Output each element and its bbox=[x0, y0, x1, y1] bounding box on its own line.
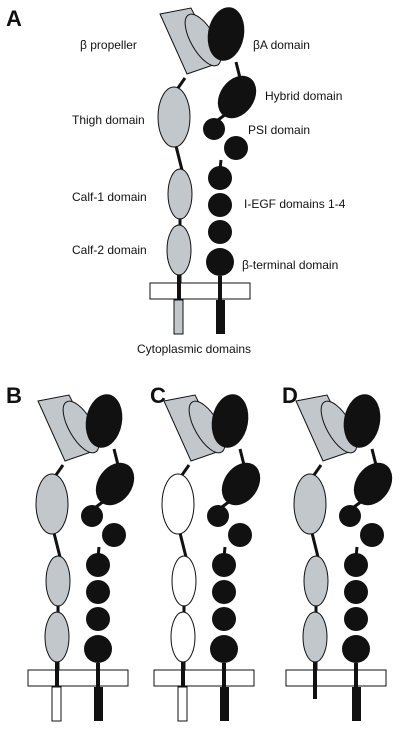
calf-1-domain bbox=[45, 555, 71, 607]
iegf-domain-2 bbox=[208, 193, 232, 217]
alpha-linker bbox=[176, 77, 187, 89]
beta-a-domain bbox=[85, 394, 123, 448]
calf-1-domain bbox=[171, 555, 197, 607]
panel-b: B bbox=[6, 383, 135, 722]
beta-cytoplasmic-domain bbox=[220, 687, 229, 721]
iegf-domain-1 bbox=[208, 166, 232, 190]
membrane bbox=[149, 282, 251, 300]
integrin-d bbox=[285, 394, 393, 721]
alpha-cytoplasmic-domain bbox=[173, 299, 184, 335]
alpha-cytoplasmic-domain bbox=[51, 686, 62, 722]
label-iegf-domains: I-EGF domains 1-4 bbox=[244, 197, 346, 211]
panel-d-letter: D bbox=[282, 383, 298, 408]
label-beta-terminal-domain: β-terminal domain bbox=[242, 258, 338, 272]
hybrid-domain bbox=[221, 462, 261, 506]
hybrid-domain bbox=[217, 75, 257, 119]
alpha-cytoplasmic-domain bbox=[177, 686, 188, 722]
thigh-domain bbox=[35, 473, 69, 535]
thigh-domain bbox=[293, 473, 327, 535]
thigh-domain bbox=[161, 473, 195, 535]
thigh-domain bbox=[157, 86, 191, 148]
beta-cytoplasmic-domain bbox=[94, 687, 103, 721]
panel-a-letter: A bbox=[6, 6, 22, 31]
beta-terminal-domain bbox=[206, 248, 234, 276]
beta-a-domain bbox=[207, 7, 245, 61]
calf-2-domain bbox=[166, 224, 192, 276]
integrin-b bbox=[27, 394, 135, 722]
psi-domain-1 bbox=[203, 118, 225, 140]
label-psi-domain: PSI domain bbox=[248, 123, 310, 137]
beta-a-domain bbox=[343, 394, 381, 448]
psi-domain-2 bbox=[224, 136, 248, 160]
membrane bbox=[153, 669, 255, 687]
calf-2-domain bbox=[44, 611, 70, 663]
calf-1-domain bbox=[303, 555, 329, 607]
beta-cytoplasmic-domain bbox=[352, 687, 361, 721]
hybrid-domain bbox=[353, 462, 393, 506]
hybrid-domain bbox=[95, 462, 135, 506]
panel-c: C bbox=[150, 383, 261, 722]
panel-b-letter: B bbox=[6, 383, 22, 408]
beta-a-domain bbox=[211, 394, 249, 448]
calf-2-domain bbox=[170, 611, 196, 663]
label-hybrid-domain: Hybrid domain bbox=[265, 89, 342, 103]
calf-1-domain bbox=[167, 168, 193, 220]
membrane bbox=[285, 669, 387, 687]
alpha-linker bbox=[174, 145, 184, 171]
iegf-domain-3 bbox=[208, 220, 232, 244]
calf-2-domain bbox=[302, 611, 328, 663]
panel-d: D bbox=[282, 383, 393, 721]
panel-c-letter: C bbox=[150, 383, 166, 408]
integrin-c bbox=[153, 394, 261, 722]
beta-linker bbox=[234, 61, 242, 79]
membrane bbox=[27, 669, 129, 687]
label-calf-2-domain: Calf-2 domain bbox=[72, 243, 147, 257]
label-beta-a-domain: βA domain bbox=[253, 38, 310, 52]
label-beta-propeller: β propeller bbox=[80, 38, 137, 52]
panel-a: A β pro bbox=[6, 6, 346, 356]
beta-cytoplasmic-domain bbox=[216, 300, 225, 334]
label-cytoplasmic-domains: Cytoplasmic domains bbox=[137, 342, 251, 356]
label-calf-1-domain: Calf-1 domain bbox=[72, 190, 147, 204]
label-thigh-domain: Thigh domain bbox=[72, 113, 145, 127]
